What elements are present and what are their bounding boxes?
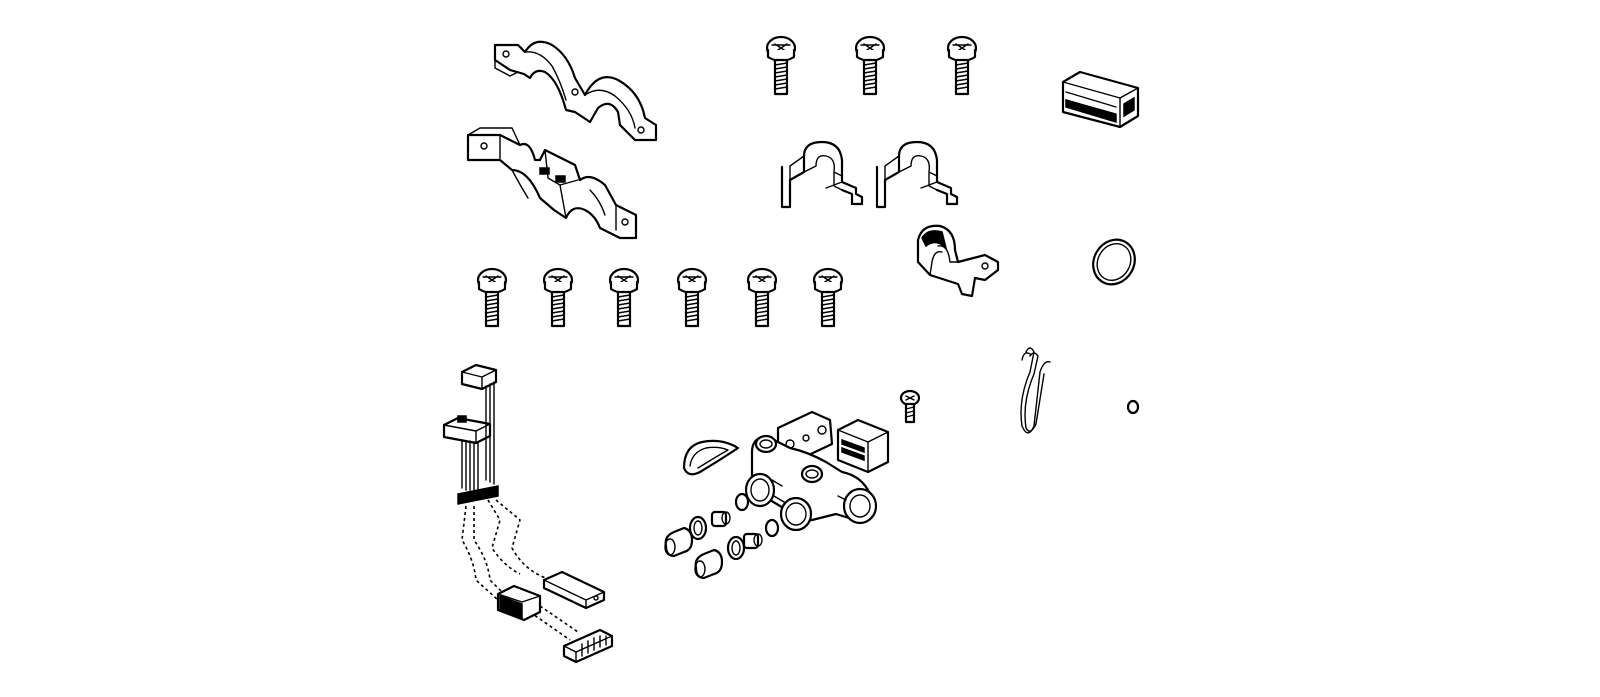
o-ring-large bbox=[1092, 238, 1136, 286]
pan-head-screw-medium-3 bbox=[608, 267, 640, 328]
pan-head-screw-medium-4 bbox=[676, 267, 708, 328]
double-pipe-clamp-lower bbox=[466, 127, 638, 240]
pan-head-screw-medium-1 bbox=[476, 267, 508, 328]
spring-clip bbox=[1020, 347, 1051, 434]
small-screw bbox=[899, 389, 921, 424]
pan-head-screw-large-1 bbox=[765, 35, 797, 96]
wire-harness bbox=[442, 363, 614, 664]
diverter-valve-assembly bbox=[664, 410, 890, 580]
connector-block bbox=[1061, 70, 1140, 129]
double-pipe-clamp-upper bbox=[493, 40, 658, 142]
o-ring-small bbox=[1126, 399, 1140, 415]
pan-head-screw-medium-5 bbox=[746, 267, 778, 328]
pan-head-screw-large-3 bbox=[946, 35, 978, 96]
pan-head-screw-medium-6 bbox=[812, 267, 844, 328]
pipe-saddle-bracket bbox=[916, 224, 1000, 298]
pan-head-screw-large-2 bbox=[854, 35, 886, 96]
single-pipe-clip-2 bbox=[875, 140, 959, 209]
single-pipe-clip-1 bbox=[780, 140, 864, 209]
pan-head-screw-medium-2 bbox=[542, 267, 574, 328]
